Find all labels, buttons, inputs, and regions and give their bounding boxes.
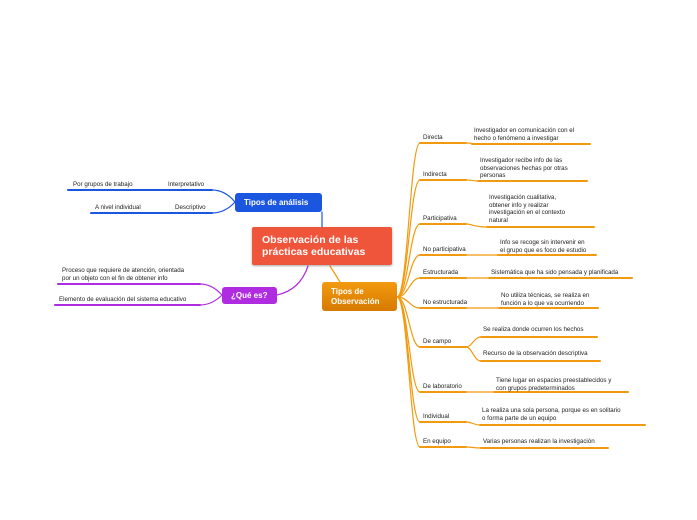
subtopic-de-campo[interactable]: De campo bbox=[423, 338, 452, 345]
link-desc-10 bbox=[465, 446, 482, 449]
topic-que-es[interactable]: ¿Qué es? bbox=[222, 287, 277, 304]
subtopic-participativa[interactable]: Participativa bbox=[423, 215, 457, 222]
subtopic-proceso[interactable]: Proceso que requiere de atención, orient… bbox=[62, 267, 185, 282]
link-quees-elemento bbox=[199, 294, 223, 306]
link-observacion-2 bbox=[396, 223, 421, 298]
subtopic-descriptivo[interactable]: Descriptivo bbox=[175, 204, 206, 211]
subtopic-no-participativa[interactable]: No participativa bbox=[423, 246, 466, 253]
link-central-observacion bbox=[329, 265, 341, 283]
subtopic-participativa-desc[interactable]: Investigación cualitativa, obtener info … bbox=[489, 194, 566, 224]
subtopic-de-laboratorio-desc[interactable]: Tiene lugar en espacios preestablecidos … bbox=[496, 377, 612, 392]
subtopic-interpretativo[interactable]: Interpretativo bbox=[168, 181, 205, 188]
subtopic-en-equipo-desc[interactable]: Varias personas realizan la investigació… bbox=[483, 438, 595, 445]
topic-tipos-de-observacion[interactable]: Tipos de Observación bbox=[322, 282, 397, 311]
link-analisis-descriptivo bbox=[211, 201, 236, 214]
link-desc-2 bbox=[465, 223, 488, 228]
link-observacion-8 bbox=[396, 296, 421, 423]
link-quees-proceso bbox=[199, 283, 223, 296]
link-central-quees bbox=[276, 265, 309, 296]
link-observacion-9 bbox=[396, 296, 421, 448]
subtopic-individual[interactable]: Individual bbox=[423, 413, 450, 420]
topic-tipos-de-analisis[interactable]: Tipos de análisis bbox=[235, 193, 322, 212]
subtopic-estructurada[interactable]: Estructurada bbox=[423, 269, 459, 276]
subtopic-estructurada-desc[interactable]: Sistemática que ha sido pensada y planif… bbox=[491, 269, 619, 276]
subtopic-elemento-evaluacion[interactable]: Elemento de evaluación del sistema educa… bbox=[59, 296, 187, 303]
subtopic-indirecta[interactable]: Indirecta bbox=[423, 171, 447, 178]
subtopic-de-campo-desc-2[interactable]: Recurso de la observación descriptiva bbox=[483, 350, 588, 357]
subtopic-no-estructurada[interactable]: No estructurada bbox=[423, 299, 468, 306]
subtopic-a-nivel-individual[interactable]: A nivel individual bbox=[95, 204, 141, 211]
link-analisis-interpretativo bbox=[211, 189, 236, 203]
subtopic-no-estructurada-desc[interactable]: No utiliza técnicas, se realiza en funci… bbox=[501, 292, 590, 307]
subtopic-en-equipo[interactable]: En equipo bbox=[423, 438, 451, 445]
link-observacion-0 bbox=[396, 142, 421, 298]
subtopic-por-grupos-de-trabajo[interactable]: Por grupos de trabajo bbox=[73, 181, 133, 188]
subtopic-directa-desc[interactable]: Investigador en comunicación con el hech… bbox=[474, 127, 575, 142]
link-observacion-1 bbox=[396, 179, 421, 298]
subtopic-de-campo-desc-1[interactable]: Se realiza donde ocurren los hechos bbox=[483, 326, 584, 333]
link-desc-1 bbox=[465, 179, 479, 182]
central-topic[interactable]: Observación de las prácticas educativas bbox=[252, 227, 392, 265]
subtopic-indirecta-desc[interactable]: Investigador recibe info de las observac… bbox=[480, 157, 568, 180]
link-observacion-4 bbox=[396, 277, 421, 298]
link-desc-9 bbox=[465, 421, 481, 426]
subtopic-directa[interactable]: Directa bbox=[423, 134, 443, 141]
subtopic-individual-desc[interactable]: La realiza una sola persona, porque es e… bbox=[482, 407, 621, 422]
link-observacion-3 bbox=[396, 254, 421, 298]
link-desc-6 bbox=[465, 336, 482, 348]
link-desc-7 bbox=[465, 346, 482, 362]
subtopic-no-participativa-desc[interactable]: Info se recoge sin intervenir en el grup… bbox=[500, 239, 587, 254]
subtopic-de-laboratorio[interactable]: De laboratorio bbox=[423, 383, 462, 390]
